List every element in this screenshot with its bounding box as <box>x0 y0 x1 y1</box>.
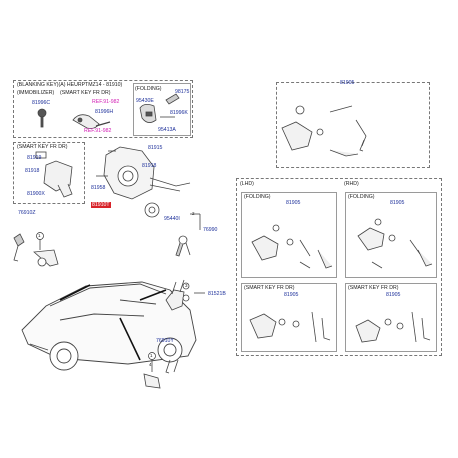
part-81905-lhd-smart: 81905 <box>284 292 299 298</box>
callout-2-center: 2 <box>192 211 195 216</box>
rhd-smart-icon <box>355 311 431 343</box>
side-lock-icon <box>165 279 190 311</box>
part-81996k: 81996K <box>170 110 188 116</box>
smart-key-header-top: (SMART KEY FR DR) <box>60 90 111 96</box>
smart-key-cylinder-icon <box>35 151 73 198</box>
part-95413a: 95413A <box>158 127 176 133</box>
part-81996c: 81996C <box>32 100 51 106</box>
part-81918-left: 81918 <box>25 168 40 174</box>
rt-cylinder-icon <box>281 105 367 157</box>
ref-91-982-a: REF.91-982 <box>92 99 120 105</box>
immobilizer-key-icon <box>72 114 111 129</box>
key-blade-icon <box>165 93 180 105</box>
rhd-folding-box <box>345 192 437 278</box>
car-outline-icon <box>21 281 197 371</box>
lhd-folding-icon <box>251 224 333 269</box>
lhd-smart-icon <box>249 311 331 343</box>
smart-key-header: (SMART KEY FR DR) <box>17 144 68 150</box>
blank-key-icon <box>37 108 47 128</box>
rhd-folding-label: (FOLDING) <box>348 194 375 200</box>
folding-key-icon <box>139 104 157 123</box>
part-81918-center: 81918 <box>142 163 157 169</box>
part-76910y: 76910Y <box>156 338 174 344</box>
immobilizer-header: (IMMOBILIZER) <box>17 90 55 96</box>
ref-91-982-b: REF.91-982 <box>84 128 112 134</box>
lhd-folding-label: (FOLDING) <box>244 194 271 200</box>
top-left-header: (BLANKING KEY)(A) HEURPTMZ14 - 81910) <box>17 82 123 88</box>
part-95440i: 95440I <box>164 216 180 222</box>
callout-circles <box>36 232 156 360</box>
rhd-folding-icon <box>357 218 433 269</box>
part-95430e: 95430E <box>136 98 154 104</box>
callout-1b-circle <box>148 352 156 360</box>
part-76990: 76990 <box>203 227 218 233</box>
lhd-smart-label: (SMART KEY FR DR) <box>244 285 295 291</box>
part-81996h: 81996H <box>95 109 114 115</box>
key-76990-icon <box>175 235 191 257</box>
lhd-label: (LHD) <box>240 181 254 187</box>
ignition-lock-icon <box>103 146 191 218</box>
arrow-icons <box>59 284 167 361</box>
folding-header: (FOLDING) <box>135 86 162 92</box>
callout-3-side: 3 <box>185 283 188 288</box>
right-grid-box <box>236 178 442 356</box>
part-81910t: 81910T <box>91 202 111 208</box>
rhd-label: (RHD) <box>344 181 359 187</box>
part-81900x: 81900X <box>27 191 45 197</box>
part-81905-rhd-smart: 81905 <box>386 292 401 298</box>
part-98175: 98175 <box>175 89 190 95</box>
rhd-smart-box <box>345 283 437 352</box>
smart-key-box <box>13 142 85 204</box>
rhd-smart-label: (SMART KEY FR DR) <box>348 285 399 291</box>
top-left-box <box>13 80 193 138</box>
part-81919: 81919 <box>27 155 42 161</box>
part-81905-lhd-folding: 81905 <box>286 200 301 206</box>
part-81958: 81958 <box>91 185 106 191</box>
callout-1-bottom: 1 <box>150 353 153 358</box>
callout-4-bottom: 4 <box>149 362 152 367</box>
part-81915: 81915 <box>148 145 163 151</box>
callout-1-left: 1 <box>38 233 41 238</box>
part-81521b: 81521B <box>208 291 226 297</box>
folding-subbox <box>133 83 191 136</box>
part-81905-top: 81905 <box>340 80 355 86</box>
lhd-folding-box <box>241 192 337 278</box>
lhd-smart-box <box>241 283 337 352</box>
right-top-box <box>276 82 430 168</box>
door-lock-left-icon <box>13 232 59 267</box>
callout-1-circle <box>36 232 44 240</box>
part-81905-rhd-folding: 81905 <box>390 200 405 206</box>
part-76910z: 76910Z <box>18 210 36 216</box>
